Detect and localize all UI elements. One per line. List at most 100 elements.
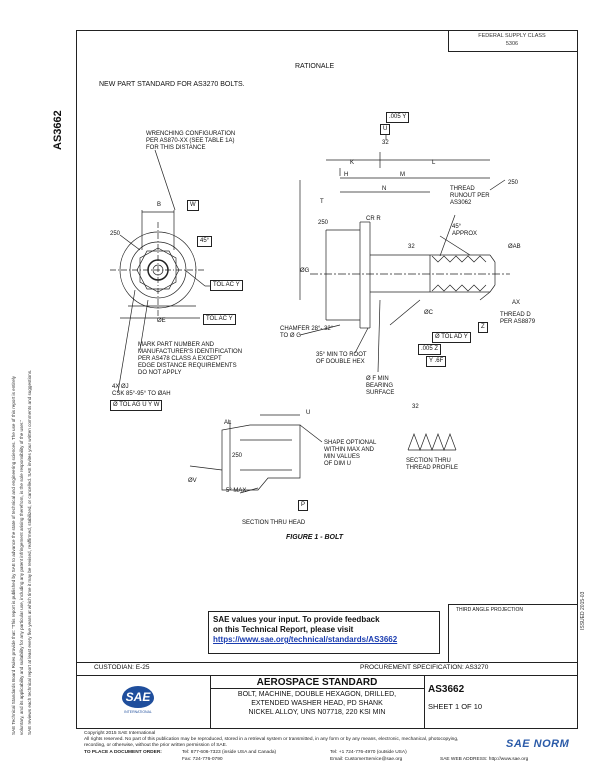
thread-runout-line-2: RUNOUT PER [450, 193, 490, 199]
sae-logo: SAE [122, 686, 154, 708]
dim-ax: AX [512, 300, 521, 306]
section-thread-caption: SECTION THRU THREAD PROFILE [406, 458, 458, 472]
thread-runout-note: THREAD RUNOUT PER AS3062 [450, 186, 490, 207]
angle-45: 45° [197, 236, 213, 247]
datum-w: W [187, 200, 199, 211]
footer-email: Email: CustomerService@sae.org [330, 757, 403, 762]
footer-tel-2: Tel: +1 724-776-4970 (outside USA) [330, 750, 407, 755]
dim-oc: ØC [424, 310, 433, 316]
shape-line-4: OF DIM U [324, 461, 351, 467]
fsc-label: FEDERAL SUPPLY CLASS [478, 33, 546, 39]
procurement-spec: PROCUREMENT SPECIFICATION: AS3270 [360, 664, 489, 671]
chamfer-note: CHAMFER 28°- 32° TO Ø G [280, 326, 333, 340]
bearing-line-1: Ø F MIN [366, 376, 389, 382]
mark-line-1: MARK PART NUMBER AND [138, 342, 215, 348]
approx-line-2: APPROX [452, 231, 478, 237]
max-angle: 5° MAX [226, 488, 247, 494]
shape-line-3: MIN VALUES [324, 454, 360, 460]
feedback-link[interactable]: https://www.sae.org/technical/standards/… [213, 635, 398, 644]
thread-d-line-1: THREAD D [500, 312, 531, 318]
dim-l: L [432, 160, 436, 166]
bearing-note: Ø F MIN BEARING SURFACE [366, 376, 394, 397]
dim-t: T [320, 199, 324, 205]
shape-line-2: WITHIN MAX AND [324, 447, 375, 453]
dim-h: H [344, 172, 349, 178]
root-line-2: OF DOUBLE HEX [316, 359, 365, 365]
section-head-caption: SECTION THRU HEAD [242, 520, 306, 526]
thread-d-line-2: PER AS8879 [500, 319, 536, 325]
shape-line-1: SHAPE OPTIONAL [324, 440, 377, 446]
thread-runout-line-3: AS3062 [450, 200, 472, 206]
csk-line-1: 4X ØJ [112, 384, 129, 390]
root-line-1: 35° MIN TO ROOT [316, 352, 367, 358]
bolt-drawing [110, 128, 510, 494]
tb-logo-divider [210, 675, 211, 729]
datum-y: Y .6F [426, 356, 447, 367]
fcf-tol-ac-2: TOL AC Y [203, 314, 236, 325]
shape-note: SHAPE OPTIONAL WITHIN MAX AND MIN VALUES… [324, 440, 376, 468]
section-thread-line-1: SECTION THRU [406, 458, 451, 464]
dim-ov: ØV [188, 478, 197, 484]
part-title-line-3: NICKEL ALLOY, UNS N07718, 220 KSI MIN [248, 709, 386, 716]
part-title-line-2: EXTENDED WASHER HEAD, PD SHANK [251, 700, 383, 707]
footer-tel-1: Tel: 877-606-7323 (inside USA and Canada… [182, 750, 277, 755]
dim-k: K [350, 160, 355, 166]
bearing-line-3: SURFACE [366, 390, 395, 396]
mark-line-3: PER AS478 CLASS A EXCEPT [138, 356, 222, 362]
roughness-250-c: 250 [318, 220, 329, 226]
roughness-250-a: 250 [110, 231, 121, 237]
projection-box [448, 604, 578, 662]
dim-n: N [382, 186, 387, 192]
wrenching-note: WRENCHING CONFIGURATION PER AS870-XX (SE… [146, 131, 235, 152]
feedback-box: SAE values your input. To provide feedba… [208, 611, 440, 654]
fcf-tol-ad: Ø TOL AD Y [432, 332, 471, 343]
projection-label: THIRD ANGLE PROJECTION [456, 607, 523, 613]
roughness-250-d: 250 [232, 453, 243, 459]
roughness-32-b: 32 [408, 244, 415, 250]
footer-web: SAE WEB ADDRESS: http://www.sae.org [440, 757, 529, 762]
tb-top-rule [76, 662, 578, 663]
mark-note: MARK PART NUMBER AND MANUFACTURER'S IDEN… [138, 342, 242, 377]
footer-fax: Fax: 724-776-0790 [182, 757, 223, 762]
sae-norm-watermark: SAE NORM [506, 738, 570, 750]
chamfer-line-1: CHAMFER 28°- 32° [280, 326, 334, 332]
fsc-box [448, 30, 578, 52]
wrenching-line-3: FOR THIS DISTANCE [146, 145, 206, 151]
roughness-32-a: 32 [382, 140, 389, 146]
custodian: CUSTODIAN: E-25 [94, 664, 150, 671]
root-note: 35° MIN TO ROOT OF DOUBLE HEX [316, 352, 367, 366]
wrenching-line-1: WRENCHING CONFIGURATION [146, 131, 236, 137]
corner-radius: CR R [366, 216, 381, 222]
datum-z: Z [478, 322, 488, 333]
part-title: BOLT, MACHINE, DOUBLE HEXAGON, DRILLED, … [214, 690, 420, 717]
tb-number-divider [424, 675, 425, 729]
mark-line-4: EDGE DISTANCE REQUIREMENTS [138, 363, 237, 369]
roughness-32-c: 32 [412, 404, 419, 410]
doc-number: AS3662 [428, 684, 465, 695]
footer-rights-2: recording, or otherwise, without the pri… [84, 743, 228, 748]
approx-line-1: 45° [452, 224, 462, 230]
fcf-tol-ac-1: TOL AC Y [210, 280, 243, 291]
dim-al: AL [224, 420, 232, 426]
bearing-line-2: BEARING [366, 383, 394, 389]
csk-note: 4X ØJ CSK 85°-95° TO ØAH [112, 384, 171, 398]
datum-u: U [380, 124, 391, 135]
fcf-csk: Ø TOL AG U Y W [110, 400, 163, 411]
csk-line-2: CSK 85°-95° TO ØAH [112, 391, 171, 397]
figure-caption: FIGURE 1 - BOLT [286, 534, 344, 541]
thread-d-note: THREAD D PER AS8879 [500, 312, 535, 326]
datum-p: P [298, 500, 309, 511]
thread-runout-line-1: THREAD [450, 186, 475, 192]
footer-copyright: Copyright 2015 SAE International [84, 731, 156, 736]
fsc-value: 5306 [505, 41, 519, 47]
dim-m: M [400, 172, 405, 178]
feedback-line-2: on this Technical Report, please visit [213, 625, 354, 634]
drawing-frame [76, 30, 578, 729]
approx-note: 45° APPROX [452, 224, 477, 238]
footer-order-label: TO PLACE A DOCUMENT ORDER: [84, 750, 162, 755]
dim-u2: U [306, 410, 311, 416]
fcf-top: .005 Y [386, 112, 410, 123]
rationale-text: NEW PART STANDARD FOR AS3270 BOLTS. [99, 81, 245, 88]
aerospace-heading: AEROSPACE STANDARD [256, 677, 378, 688]
dim-oe: ØE [157, 318, 166, 324]
